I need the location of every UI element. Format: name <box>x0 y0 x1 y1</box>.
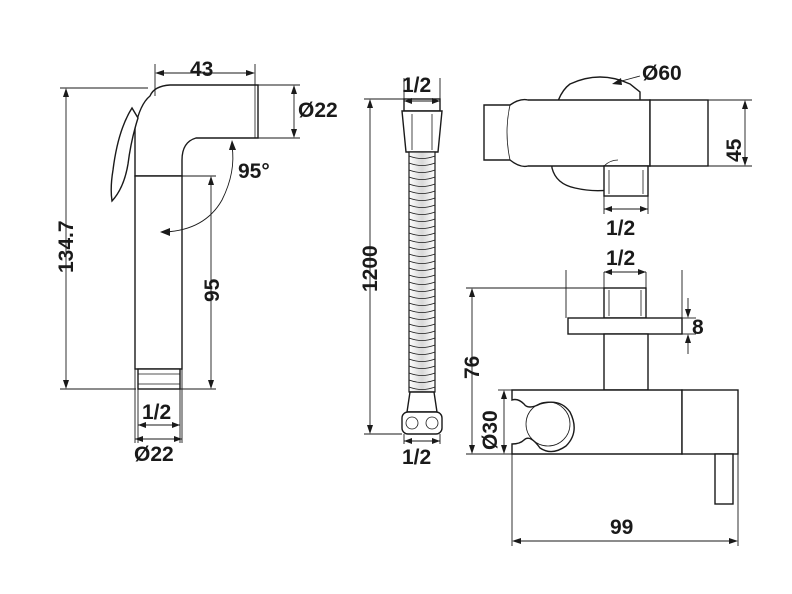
hose-ridge <box>408 344 436 348</box>
hose-ridge <box>408 197 436 201</box>
holder-side-view: Ø60 45 1/2 <box>483 62 752 240</box>
hose-ridge <box>408 260 436 264</box>
front-cap <box>681 389 739 455</box>
hose-ridge <box>408 204 436 208</box>
dim-holder-thread: 1/2 <box>606 217 635 240</box>
dim-hose-top-thread: 1/2 <box>402 74 431 97</box>
dim-hose-length: 1200 <box>359 245 382 292</box>
hose-ridge <box>408 218 436 222</box>
sprayer-view: 43 Ø22 95° 134.7 95 1/2 <box>55 58 338 466</box>
hose-ridge <box>408 155 436 159</box>
hose-top-nut <box>401 110 443 153</box>
hose-ridge <box>408 232 436 236</box>
dim-holder-height: 45 <box>723 138 746 162</box>
dim-flange-thickness: 8 <box>692 316 704 339</box>
hose-ridge <box>408 309 436 313</box>
hose-bottom-connector <box>406 391 438 413</box>
dim-flange-diameter: Ø60 <box>642 62 682 85</box>
hose-ridge <box>408 330 436 334</box>
front-flange <box>567 317 683 335</box>
sprayer-stem <box>134 175 183 370</box>
dim-angle: 95° <box>238 160 270 183</box>
hose-ridge <box>408 211 436 215</box>
front-body <box>511 389 683 455</box>
front-pipe <box>603 333 649 391</box>
holder-cap <box>649 99 709 167</box>
dim-head-diameter: Ø22 <box>298 99 338 122</box>
hose-ridge <box>408 288 436 292</box>
hose-ridge <box>408 302 436 306</box>
hose-ridge <box>408 267 436 271</box>
hose-ridge <box>408 253 436 257</box>
dim-head-length: 43 <box>190 58 213 81</box>
dim-front-thread: 1/2 <box>606 247 635 270</box>
hose-ridge <box>408 386 436 390</box>
dim-sprayer-thread: 1/2 <box>142 401 171 424</box>
hose-ridge <box>408 316 436 320</box>
holder-thread <box>603 165 649 197</box>
hose-ridge <box>408 337 436 341</box>
hose-ridge <box>408 190 436 194</box>
hose-ridge <box>408 358 436 362</box>
hose-ridge <box>408 162 436 166</box>
hose-ridge <box>408 169 436 173</box>
dim-total-height: 134.7 <box>55 220 78 273</box>
hose-ridge <box>408 372 436 376</box>
hose-ridge <box>408 225 436 229</box>
hose-ridge <box>408 379 436 383</box>
front-thread <box>603 287 647 319</box>
dim-hose-bottom-thread: 1/2 <box>402 446 431 469</box>
dim-stem-height: 95 <box>201 278 224 302</box>
trigger-lever <box>110 106 139 203</box>
hose-ridge <box>408 183 436 187</box>
hose-ridge <box>408 323 436 327</box>
hose-body <box>408 151 436 393</box>
dim-cradle-diameter: Ø30 <box>479 410 502 450</box>
front-pin <box>714 453 734 505</box>
hose-ridge <box>408 351 436 355</box>
sprayer-thread <box>137 368 181 390</box>
dim-front-height: 76 <box>461 356 484 379</box>
hose-ridge <box>408 239 436 243</box>
sprayer-head <box>134 84 259 177</box>
holder-front-view: 1/2 8 76 Ø30 99 <box>461 247 739 546</box>
hose-ridge <box>408 246 436 250</box>
hose-view: 1/2 1200 1/2 <box>359 74 443 469</box>
hose-ridge <box>408 176 436 180</box>
hose-bottom-nut <box>401 411 443 435</box>
dim-base-diameter: Ø22 <box>134 443 174 466</box>
hose-ridge <box>408 365 436 369</box>
dim-front-width: 99 <box>610 516 633 539</box>
hose-ridge <box>408 295 436 299</box>
hose-ridges <box>408 155 436 390</box>
hose-ridge <box>408 281 436 285</box>
hose-ridge <box>408 274 436 278</box>
